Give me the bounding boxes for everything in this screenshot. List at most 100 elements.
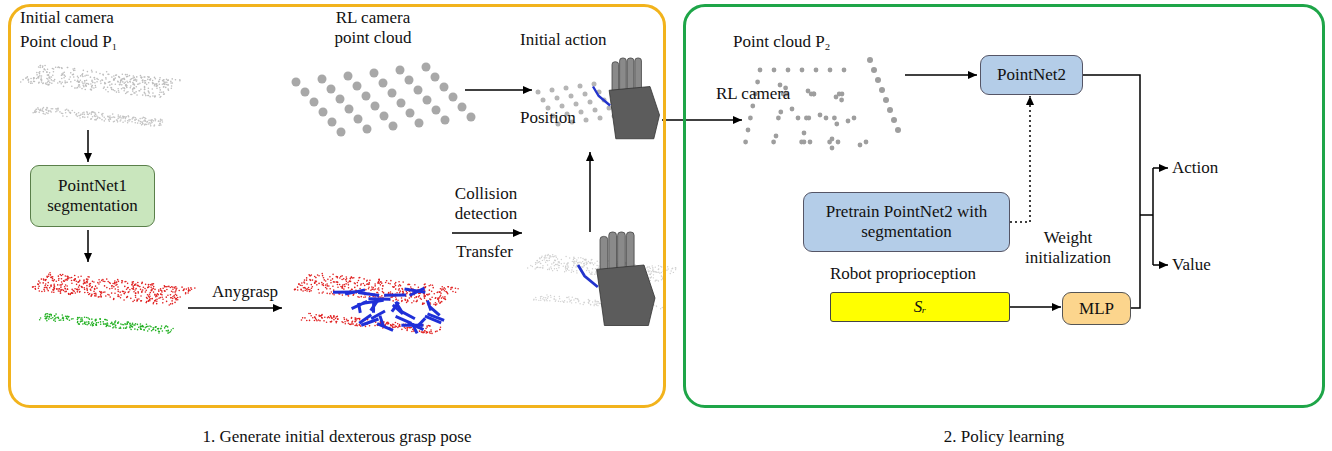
cloud-point [65,275,67,277]
cloud-point [185,288,187,290]
cloud-point [422,303,424,305]
cloud-point [164,286,166,288]
cloud-point [427,294,429,296]
cloud-point [154,95,156,97]
cloud-point [90,83,92,85]
cloud-point [40,77,42,79]
cloud-point [349,280,351,282]
cloud-point [94,82,96,84]
cloud-point [167,330,169,332]
cloud-point [399,284,401,286]
cloud-point [402,281,404,283]
cloud-point [61,73,63,75]
cloud-point [55,317,57,319]
cloud-point [398,285,400,287]
cloud-point [74,69,76,71]
cloud-point [132,288,134,290]
cloud-point [158,332,160,334]
cloud-point [104,285,106,287]
cloud-point [66,285,68,287]
cloud-point [326,283,328,285]
cloud-point [130,298,132,300]
cloud-point [148,122,150,124]
cloud-point [158,81,160,83]
cloud-point [326,293,328,295]
cloud-point [42,282,44,284]
cloud-point [168,79,170,81]
cloud-point [94,115,96,117]
cloud-point [314,282,316,284]
cloud-point [107,325,109,327]
cloud-point [76,280,78,282]
cloud-point [297,289,299,291]
cloud-point [344,321,346,323]
cloud-point [109,283,111,285]
cloud-point [126,85,128,87]
cloud-point [304,289,306,291]
cloud-point [156,84,158,86]
cloud-point [406,327,408,329]
cloud-point [455,288,457,290]
cloud-point [319,108,328,117]
cloud-point [117,291,119,293]
cloud-point [61,78,63,80]
cloud-point [132,322,134,324]
cloud-point [433,304,435,306]
cloud-point [430,299,432,301]
cloud-point [308,289,310,291]
cloud-point [159,331,161,333]
cloud-point [72,292,74,294]
cloud-point [39,71,41,73]
cloud-point [147,330,149,332]
cloud-point [119,77,121,79]
cloud-point [140,88,142,90]
cloud-point [399,292,401,294]
cloud-point [129,81,131,83]
cloud-point [341,279,343,281]
cloud-point [406,291,408,293]
cloud-point [423,331,425,333]
cloud-point [84,292,86,294]
cloud-point [98,117,100,119]
cloud-point [48,77,50,79]
cloud-point [345,279,347,281]
cloud-point [84,322,86,324]
cloud-point [45,280,47,282]
cloud-point [424,330,426,332]
cloud-point [117,289,119,291]
cloud-point [35,288,37,290]
cloud-point [123,78,125,80]
cloud-point [68,293,70,295]
cloud-point [85,74,87,76]
cloud-point [47,285,49,287]
cloud-point [360,283,362,285]
cloud-point [114,120,116,122]
cloud-point [152,120,154,122]
cloud-point [431,291,433,293]
cloud-point [98,283,100,285]
cloud-point [91,87,93,89]
cloud-point [98,279,100,281]
cloud-point [140,326,142,328]
cloud-point [117,322,119,324]
cloud-point [143,329,145,331]
cloud-point [316,319,318,321]
cloud-point [94,289,96,291]
cloud-point [92,321,94,323]
cloud-point [346,278,348,280]
cloud-point [143,76,145,78]
cloud-point [123,293,125,295]
cloud-point [131,284,133,286]
cloud-point [432,287,434,289]
cloud-point [143,286,145,288]
cloud-point [390,291,392,293]
cloud-point [167,84,169,86]
cloud-point [429,325,431,327]
cloud-point [115,83,117,85]
cloud-point [101,292,103,294]
cloud-point [419,330,421,332]
cloud-point [415,119,424,128]
cloud-point [38,108,40,110]
cloud-point [371,286,373,288]
